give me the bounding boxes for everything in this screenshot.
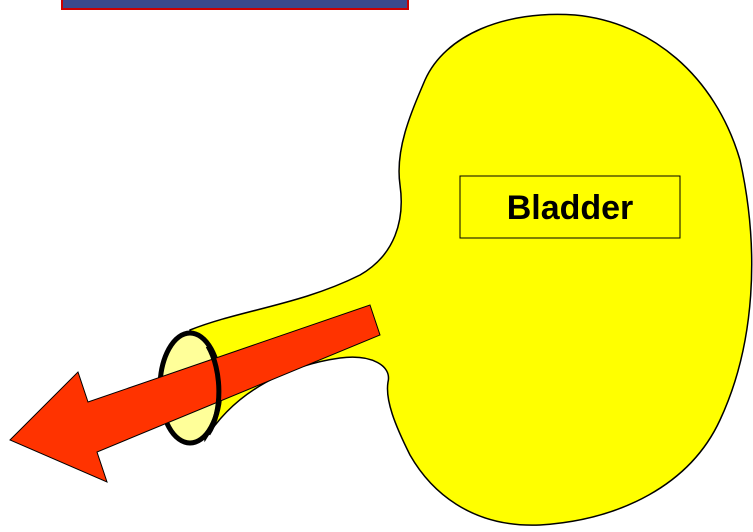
bladder-label: Bladder [507,189,634,227]
photo-thumbnail [62,0,408,9]
bladder-shape [190,14,752,525]
